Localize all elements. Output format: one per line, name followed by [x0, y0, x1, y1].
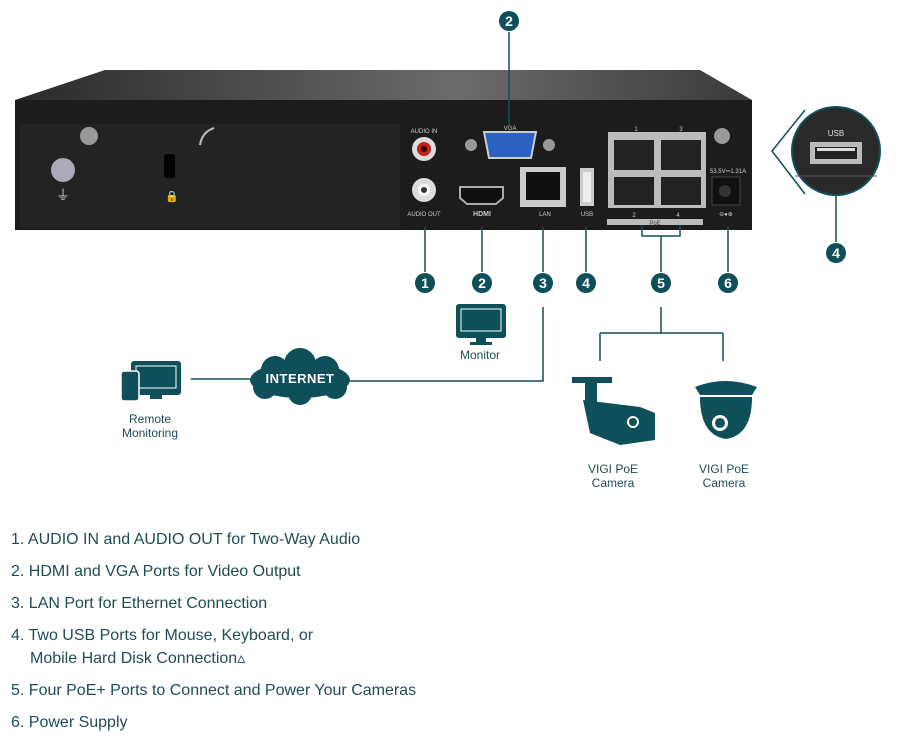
camera2-label-line1: VIGI PoE [698, 462, 750, 476]
feature-item: 2. HDMI and VGA Ports for Video Output [11, 563, 301, 580]
callout-badge: 6 [718, 273, 738, 293]
poe-num-4: 4 [676, 213, 680, 219]
callout-badge: 5 [651, 273, 671, 293]
camera1-label: VIGI PoE Camera [573, 462, 653, 490]
camera1-label-line2: Camera [591, 476, 635, 490]
lock-icon: 🔒 [165, 190, 179, 203]
nvr-device: ⏚ 🔒 AUDIO IN AUDIO OUT VGA HDMI LAN USB … [15, 32, 881, 272]
camera1-label-line1: VIGI PoE [587, 462, 639, 476]
vga-label: VGA [504, 126, 517, 132]
monitor-icon [456, 304, 506, 345]
usb-label: USB [581, 212, 593, 218]
remote-monitoring-label: Remote Monitoring [110, 412, 190, 440]
hdmi-label: HDMI [473, 211, 491, 218]
usb-zoom-label: USB [828, 129, 844, 138]
feature-item: 5. Four PoE+ Ports to Connect and Power … [11, 682, 417, 699]
feature-item: 3. LAN Port for Ethernet Connection [11, 595, 268, 612]
camera2-label: VIGI PoE Camera [684, 462, 764, 490]
remote-label-line1: Remote [128, 412, 172, 426]
polarity-icon: ⊖●⊕ [719, 212, 733, 218]
poe-num-1: 1 [634, 127, 638, 133]
remote-label-line2: Monitoring [121, 426, 179, 440]
feature-item: 6. Power Supply [11, 714, 128, 731]
audio-in-label: AUDIO IN [411, 129, 438, 135]
feature-item-continuation: Mobile Hard Disk Connection▵ [30, 650, 246, 667]
dome-camera-icon [695, 381, 757, 439]
poe-label: PoE [649, 221, 660, 227]
camera2-label-line2: Camera [702, 476, 746, 490]
callout-badge: 4 [576, 273, 596, 293]
monitor-label: Monitor [459, 348, 500, 362]
vga-port [482, 131, 538, 159]
internet-label: INTERNET [265, 371, 335, 386]
callout-badge: 2 [472, 273, 492, 293]
callout-badge: 4 [826, 243, 846, 263]
feature-list: 1. AUDIO IN and AUDIO OUT for Two-Way Au… [11, 524, 416, 739]
poe-num-3: 3 [679, 127, 683, 133]
feature-item: 4. Two USB Ports for Mouse, Keyboard, or [11, 627, 314, 644]
internet-cloud-icon [250, 348, 350, 405]
poe-num-2: 2 [632, 213, 636, 219]
callout-badge: 1 [415, 273, 435, 293]
lan-label: LAN [539, 212, 551, 218]
callout-badge: 3 [533, 273, 553, 293]
power-rating-label: 53.5V⎓1.31A [710, 169, 746, 175]
ground-screw-icon [51, 158, 75, 182]
remote-monitoring-icon [120, 361, 181, 402]
device-top [15, 70, 752, 100]
network-diagram [120, 304, 757, 445]
callout-badge: 2 [499, 11, 519, 31]
hdmi-port [459, 186, 504, 205]
bullet-camera-icon [572, 377, 655, 445]
security-slot [164, 154, 175, 178]
audio-out-label: AUDIO OUT [407, 212, 441, 218]
ground-symbol-icon: ⏚ [56, 187, 70, 203]
feature-item: 1. AUDIO IN and AUDIO OUT for Two-Way Au… [11, 531, 361, 548]
